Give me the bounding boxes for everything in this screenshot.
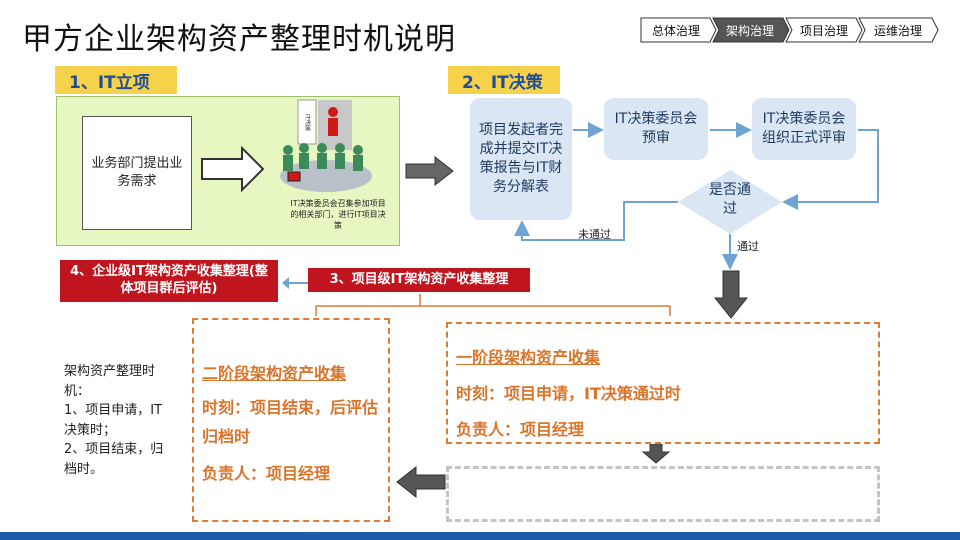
footer-bar	[0, 532, 960, 540]
nav-item-label: 架构治理	[726, 23, 774, 38]
board-text: IT决策	[304, 114, 311, 133]
step3-text: 3、项目级IT架构资产收集整理	[329, 271, 509, 287]
pass-label: 通过	[737, 240, 759, 253]
submit-report-text: 项目发起者完成并提交IT决策报告与IT财务分解表	[479, 122, 563, 195]
brace-connector	[315, 294, 671, 316]
left-arrow-icon	[396, 466, 446, 498]
back-arrow-icon	[282, 277, 308, 289]
nav-item-project[interactable]: 项目治理	[785, 17, 863, 43]
business-requirement-box: 业务部门提出业务需求	[82, 116, 192, 230]
nav-item-label: 项目治理	[800, 24, 848, 38]
down-arrow-icon	[714, 270, 748, 319]
page-title: 甲方企业架构资产整理时机说明	[22, 22, 456, 57]
phase1-box: 一阶段架构资产收集 时刻：项目申请，IT决策通过时 负责人：项目经理	[446, 322, 880, 444]
phase1-owner: 负责人：项目经理	[456, 420, 585, 439]
placeholder-box	[446, 466, 880, 522]
phase2-box: 二阶段架构资产收集 时刻：项目结束，后评估归档时 负责人：项目经理	[192, 318, 390, 522]
step4-box: 4、企业级IT架构资产收集整理(整体项目群后评估)	[60, 260, 278, 302]
nav-breadcrumb: 总体治理 架构治理 项目治理 运维治理	[640, 17, 939, 43]
flow-arrow-icon	[405, 156, 454, 186]
formal-review-text: IT决策委员会组织正式评审	[762, 111, 846, 146]
nav-item-operations[interactable]: 运维治理	[858, 17, 939, 43]
phase2-title: 二阶段架构资产收集	[202, 364, 347, 383]
hollow-arrow-icon	[201, 145, 265, 193]
business-requirement-text: 业务部门提出业务需求	[91, 155, 183, 189]
formal-review-node: IT决策委员会组织正式评审	[752, 98, 856, 160]
submit-report-node: 项目发起者完成并提交IT决策报告与IT财务分解表	[470, 98, 572, 220]
phase2-time: 时刻：项目结束，后评估归档时	[202, 398, 379, 446]
side-note: 架构资产整理时机： 1、项目申请，IT决策时； 2、项目结束，归档时。	[64, 364, 164, 477]
decision-text: 是否通过	[709, 182, 751, 217]
fail-label: 未通过	[578, 228, 611, 241]
small-down-arrow-icon	[642, 444, 670, 464]
decision-diamond	[678, 170, 782, 234]
step3-box: 3、项目级IT架构资产收集整理	[308, 268, 530, 292]
step1-label: 1、IT立项	[55, 66, 177, 94]
nav-item-label: 总体治理	[652, 24, 700, 38]
phase1-time: 时刻：项目申请，IT决策通过时	[456, 384, 681, 403]
meeting-illustration-icon: IT决策	[280, 99, 372, 192]
step2-label: 2、IT决策	[448, 66, 560, 94]
phase1-title: 一阶段架构资产收集	[456, 348, 601, 367]
meeting-caption: IT决策委员会召集参加项目的相关部门，进行IT项目决策	[290, 199, 386, 231]
step4-text: 4、企业级IT架构资产收集整理(整体项目群后评估)	[70, 264, 268, 296]
phase2-owner: 负责人：项目经理	[202, 463, 331, 483]
pre-review-node: IT决策委员会预审	[604, 98, 708, 160]
nav-item-architecture[interactable]: 架构治理	[712, 17, 790, 43]
nav-item-label: 运维治理	[874, 24, 922, 38]
pre-review-text: IT决策委员会预审	[614, 111, 698, 146]
decision-flow	[514, 122, 879, 270]
nav-item-overall[interactable]: 总体治理	[640, 17, 717, 43]
